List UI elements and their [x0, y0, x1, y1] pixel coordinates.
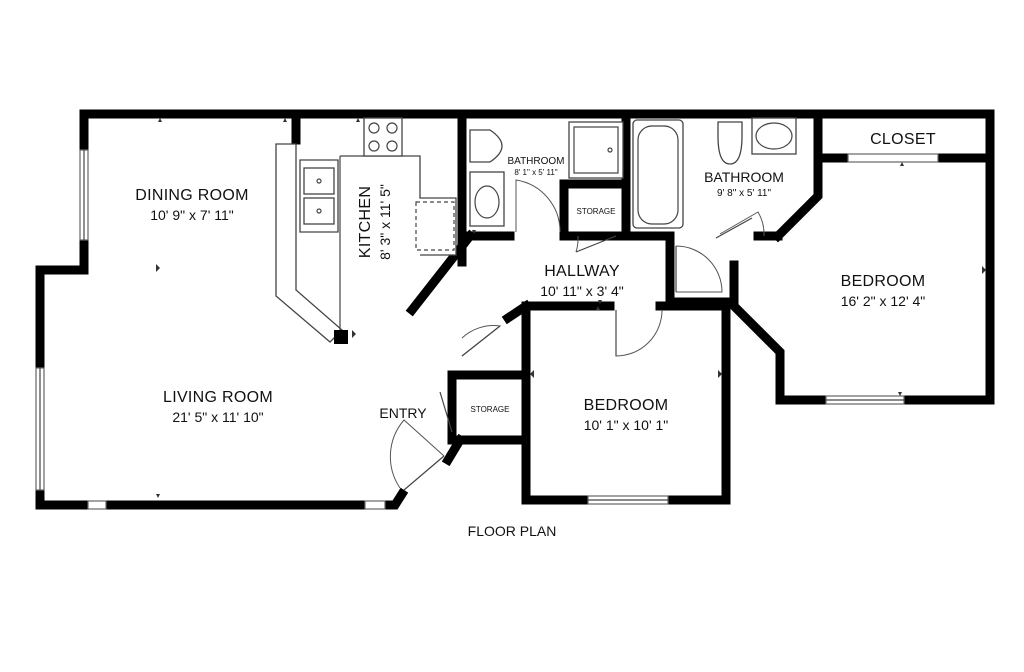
hallway-name: HALLWAY — [544, 263, 620, 280]
shower — [568, 121, 624, 179]
bathroom-2-size: 9' 8" x 5' 11" — [717, 188, 772, 199]
windows — [35, 149, 939, 510]
hallway-size: 10' 11" x 3' 4" — [540, 283, 624, 299]
kitchen-size: 8' 3" x 11' 5" — [377, 184, 393, 260]
dining-room-size: 10' 9" x 7' 11" — [150, 207, 234, 223]
storage-1-name: STORAGE — [577, 207, 616, 216]
doors — [389, 217, 753, 491]
bathroom-1-name: BATHROOM — [507, 156, 564, 167]
bedroom-1-size: 16' 2" x 12' 4" — [841, 293, 926, 309]
bathroom-1-fixtures — [469, 121, 624, 233]
stove — [363, 117, 403, 157]
kitchen-name: KITCHEN — [357, 186, 374, 258]
toilet-2 — [717, 121, 743, 165]
bedroom-2-name: BEDROOM — [584, 397, 669, 414]
room-labels: DINING ROOM 10' 9" x 7' 11" KITCHEN 8' 3… — [135, 131, 936, 539]
entry-name: ENTRY — [379, 405, 427, 421]
dining-room-name: DINING ROOM — [135, 187, 249, 204]
toilet — [469, 129, 503, 163]
bedroom-1-name: BEDROOM — [841, 273, 926, 290]
storage-2-name: STORAGE — [471, 405, 510, 414]
sink-2 — [751, 117, 797, 155]
closet-name: CLOSET — [870, 131, 936, 148]
plan-title: FLOOR PLAN — [468, 523, 557, 539]
bathtub — [632, 119, 684, 229]
living-room-name: LIVING ROOM — [163, 389, 273, 406]
sink-left — [303, 167, 335, 195]
sink-right — [303, 197, 335, 225]
wall-markers — [156, 118, 986, 498]
bathroom-1-size: 8' 1" x 5' 11" — [514, 168, 557, 177]
kitchen-fixtures — [275, 117, 457, 344]
bedroom-2-size: 10' 1" x 10' 1" — [584, 417, 669, 433]
bathroom-2-name: BATHROOM — [704, 169, 784, 185]
living-room-size: 21' 5" x 11' 10" — [172, 409, 263, 425]
walls — [35, 109, 995, 510]
bathroom-2-fixtures — [632, 117, 797, 237]
